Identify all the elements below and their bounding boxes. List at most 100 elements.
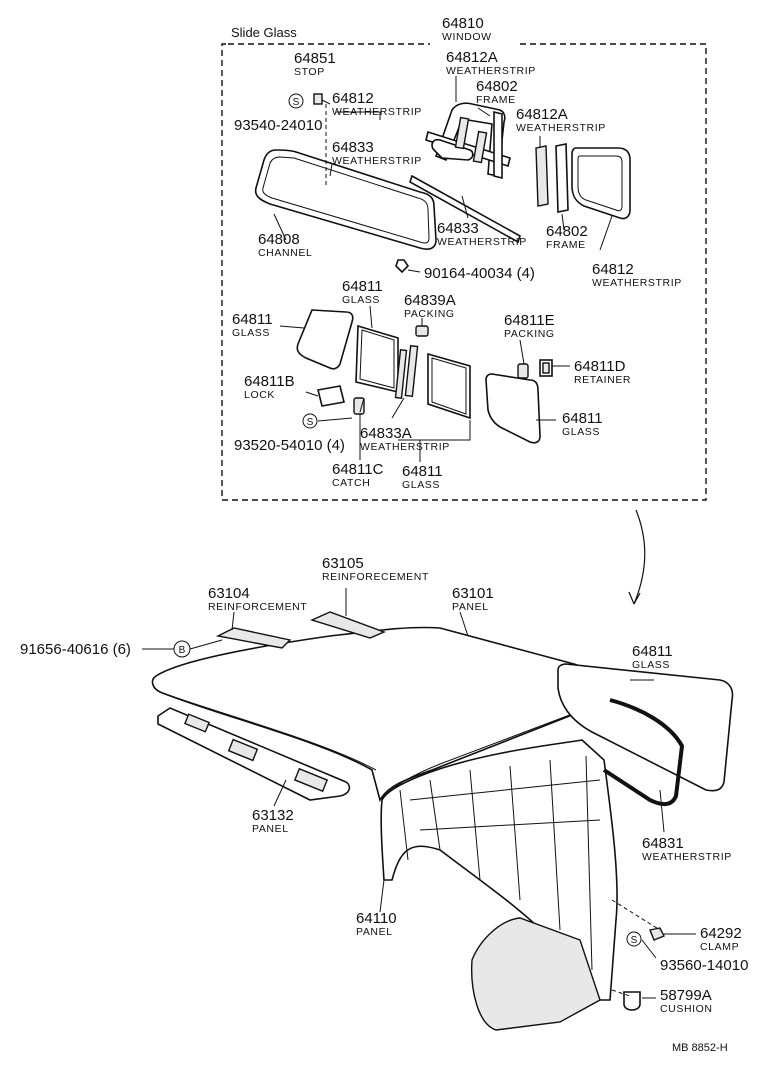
part-name: STOP: [294, 66, 325, 78]
part-name: REINFORECEMENT: [322, 571, 429, 583]
frame-assembly-top: [425, 102, 511, 180]
part-number: 64833A: [360, 425, 412, 442]
assembly-arrow-head: [628, 591, 641, 605]
leader-lines-box: [273, 76, 613, 462]
part-label-91656: 91656-40616 (6): [20, 641, 131, 658]
part-number: 64110: [356, 910, 397, 927]
part-number: 64812: [592, 261, 634, 278]
part-name: CHANNEL: [258, 247, 312, 259]
retainer-64811d-shape: [539, 359, 553, 377]
part-name: RETAINER: [574, 374, 631, 386]
part-number: 64811: [402, 463, 443, 480]
glass-64811-frame-shape: [427, 352, 471, 420]
part-number: 64811: [632, 643, 673, 660]
s-symbol-mid: S: [307, 417, 314, 428]
part-number: 63101: [452, 585, 494, 602]
part-number: 93520-54010 (4): [234, 437, 345, 454]
part-name: WEATHERSTRIP: [516, 122, 606, 134]
glass-64811-mid-shape: [355, 324, 399, 394]
stop-64851-shape: [313, 93, 323, 105]
part-number: 64812A: [516, 106, 568, 123]
part-number: 64833: [437, 220, 479, 237]
part-number: 90164-40034 (4): [424, 265, 535, 282]
part-label-93540: 93540-24010: [234, 117, 322, 134]
part-number: 64811C: [332, 461, 384, 478]
part-number: 64833: [332, 139, 374, 156]
part-name: WEATHERSTRIP: [332, 155, 422, 167]
part-label-90164: 90164-40034 (4): [424, 265, 535, 282]
weatherstrip-64831-shape: [602, 698, 685, 807]
part-number: 64831: [642, 835, 684, 852]
channel-64808-shape: [254, 149, 437, 250]
right-frame-set: [535, 143, 631, 220]
part-name: GLASS: [232, 327, 270, 339]
weatherstrip-64833-strip: [409, 174, 521, 244]
part-name: GLASS: [562, 426, 600, 438]
part-name: WEATHERSTRIP: [642, 851, 732, 863]
part-name: FRAME: [546, 239, 586, 251]
diagram-code: MB 8852-H: [672, 1042, 728, 1054]
part-number: 64811: [562, 410, 603, 427]
part-name: GLASS: [402, 479, 440, 491]
part-name: GLASS: [342, 294, 380, 306]
cushion-58799a-shape: [623, 991, 641, 1011]
s-symbol-bottom: S: [631, 935, 638, 946]
part-number: 93560-14010: [660, 957, 748, 974]
diagram-title: Slide Glass: [231, 25, 297, 40]
part-number: 64812A: [446, 49, 498, 66]
part-name: CUSHION: [660, 1003, 713, 1015]
slide-glass-group-box: [221, 43, 707, 501]
leader-lines-lower: [142, 588, 696, 999]
part-name: CATCH: [332, 477, 370, 489]
part-number: 63104: [208, 585, 250, 602]
catch-64811c-shape: [353, 397, 365, 415]
part-name: WEATHERSTRIP: [360, 441, 450, 453]
part-number: 91656-40616 (6): [20, 641, 131, 658]
lock-64811b-shape: [317, 385, 345, 407]
part-name: REINFORCEMENT: [208, 601, 307, 613]
part-number: 64808: [258, 231, 300, 248]
part-name: WEATHERSTRIP: [332, 106, 422, 118]
part-number: 64811D: [574, 358, 626, 375]
part-name: LOCK: [244, 389, 275, 401]
part-name: WINDOW: [442, 31, 492, 43]
screw-s-symbol-top: S: [288, 93, 304, 109]
glass-64811-lower-shape: [557, 663, 734, 792]
part-name: WEATHERSTRIP: [446, 65, 536, 77]
part-number: 64851: [294, 50, 336, 67]
floor-panel-shape: [471, 917, 601, 1031]
part-number: 63105: [322, 555, 364, 572]
part-number: 64812: [332, 90, 374, 107]
glass-64811-left-shape: [296, 309, 354, 370]
part-name: PACKING: [504, 328, 555, 340]
part-label-93560: 93560-14010: [660, 957, 748, 974]
part-number: 64839A: [404, 292, 456, 309]
part-name: PACKING: [404, 308, 455, 320]
part-name: FRAME: [476, 94, 516, 106]
s-symbol-top: S: [293, 97, 300, 108]
